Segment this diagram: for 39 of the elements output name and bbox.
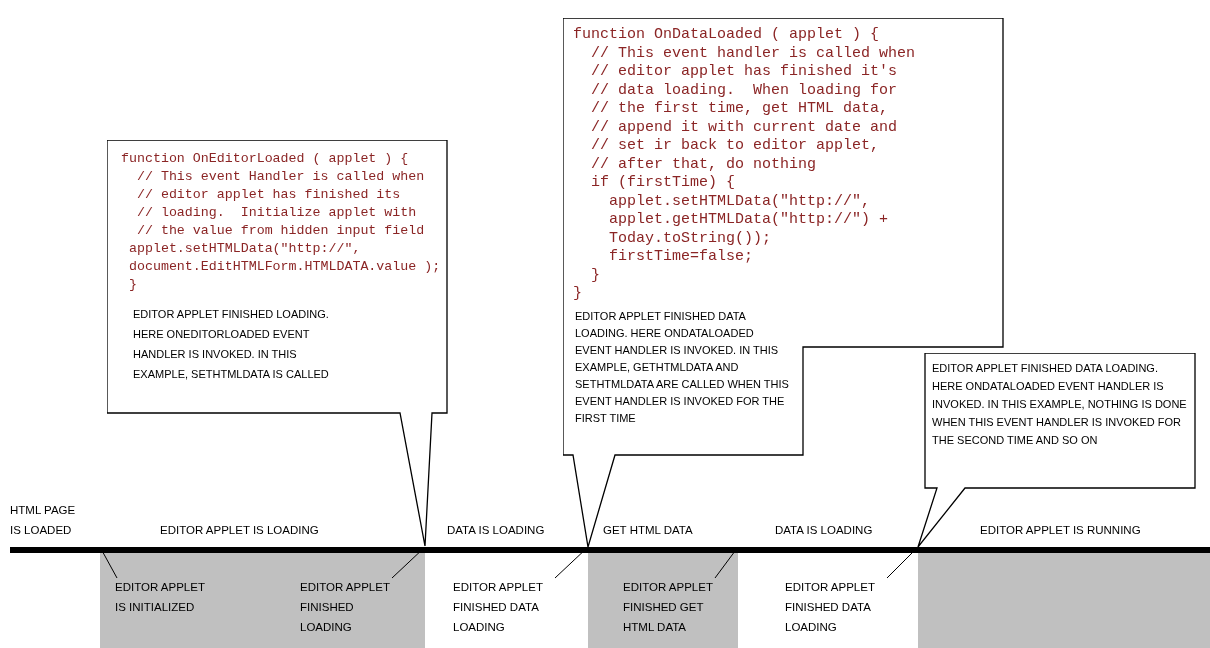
phase-label: DATA IS LOADING bbox=[447, 523, 546, 538]
code-line: // the value from hidden input field bbox=[135, 222, 425, 240]
description-text: EDITOR APPLET FINISHED DATA LOADING. HERE ONDATALOADED EVENT HANDLER IS INVOKED. IN THIS EXAMPLE, NOTHING IS DONE WHEN THIS EVENT HANDLER IS INVOKED FOR THE SECOND TIME AND SO ON bbox=[932, 361, 1188, 448]
code-line: function OnEditorLoaded ( applet ) { bbox=[121, 150, 409, 168]
phase-label: EDITOR APPLET IS RUNNING bbox=[980, 523, 1142, 538]
leader-line bbox=[391, 546, 426, 579]
callout-box bbox=[915, 353, 1196, 547]
description-text: EDITOR APPLET FINISHED LOADING. HERE ONEDITORLOADED EVENT HANDLER IS INVOKED. IN THIS EXAMPLE, SETHTMLDATA IS CALLED bbox=[133, 307, 330, 382]
code-line: function OnDataLoaded ( applet ) { bbox=[573, 26, 880, 45]
event-label: EDITOR APPLET IS INITIALIZED bbox=[115, 577, 215, 617]
phase-label: HTML PAGE IS LOADED bbox=[10, 503, 77, 538]
event-label: EDITOR APPLET FINISHED LOADING bbox=[300, 577, 400, 637]
code-line: // editor applet has finished it's bbox=[590, 63, 898, 82]
code-line: if (firstTime) { bbox=[590, 174, 736, 193]
code-line: } bbox=[573, 285, 582, 304]
code-line: } bbox=[127, 276, 137, 294]
code-line: document.EditHTMLForm.HTMLDATA.value ); bbox=[127, 258, 441, 276]
code-line: applet.setHTMLData("http://", bbox=[608, 192, 871, 211]
code-line: // This event Handler is called when bbox=[135, 168, 425, 186]
code-line: Today.toString()); bbox=[608, 229, 772, 248]
event-label: EDITOR APPLET FINISHED DATA LOADING bbox=[453, 577, 563, 637]
code-line: applet.getHTMLData("http://") + bbox=[608, 211, 889, 230]
code-line: // This event handler is called when bbox=[590, 44, 916, 63]
code-line: // after that, do nothing bbox=[590, 155, 817, 174]
code-line: // data loading. When loading for bbox=[590, 81, 898, 100]
phase-label: GET HTML DATA bbox=[603, 523, 694, 538]
code-line: applet.setHTMLData("http://", bbox=[127, 240, 361, 258]
phase-label: EDITOR APPLET IS LOADING bbox=[160, 523, 320, 538]
event-label: EDITOR APPLET FINISHED DATA LOADING bbox=[785, 577, 895, 637]
code-line: // editor applet has finished its bbox=[135, 186, 401, 204]
code-line: // append it with current date and bbox=[590, 118, 898, 137]
code-line: } bbox=[590, 266, 600, 285]
description-text: EDITOR APPLET FINISHED DATA LOADING. HERE ONDATALOADED EVENT HANDLER IS INVOKED. IN THIS EXAMPLE, GETHTMLDATA AND SETHTMLDATA ARE CALLED WHEN THIS EVENT HANDLER IS INVOKED FOR THE FIRST TIME bbox=[575, 308, 790, 426]
callout-box bbox=[107, 140, 448, 546]
code-line: // set ir back to editor applet, bbox=[590, 137, 880, 156]
code-line: // loading. Initialize applet with bbox=[135, 204, 417, 222]
code-line: firstTime=false; bbox=[608, 248, 754, 267]
code-line: // the first time, get HTML data, bbox=[590, 100, 889, 119]
phase-label: DATA IS LOADING bbox=[775, 523, 874, 538]
